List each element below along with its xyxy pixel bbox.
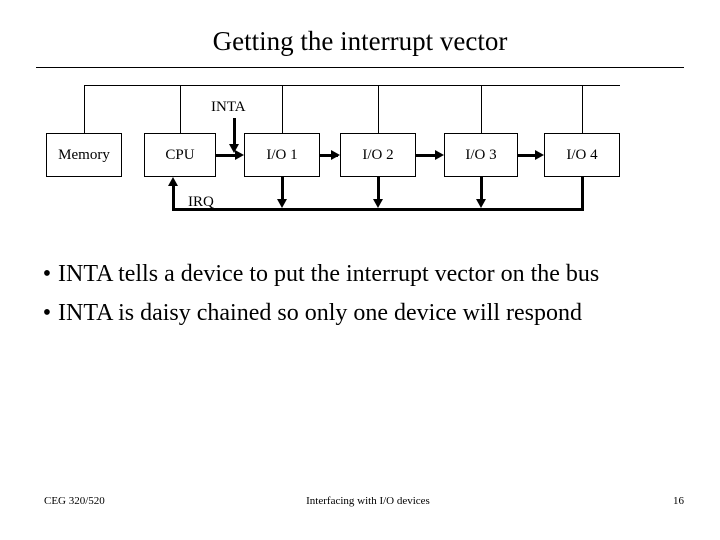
chain-arrow-io2-io3 — [435, 150, 444, 160]
chain-arrow-io3-io4 — [535, 150, 544, 160]
irq-io2-shaft — [377, 177, 380, 199]
node-io-1[interactable]: I/O 1 — [244, 133, 320, 177]
bus-drop-io4 — [582, 85, 583, 133]
irq-io4-shaft — [581, 177, 584, 211]
slide-footer: CEG 320/520 Interfacing with I/O devices… — [44, 494, 684, 510]
bullet-marker-icon: • — [42, 300, 52, 326]
irq-label: IRQ — [188, 194, 214, 210]
irq-io3-arrow-head — [476, 199, 486, 208]
node-io-3-label: I/O 3 — [465, 146, 497, 163]
bus-drop-memory — [84, 85, 85, 133]
chain-shaft-io2-io3 — [416, 154, 436, 157]
list-item: • INTA is daisy chained so only one devi… — [36, 295, 696, 332]
node-io-2-label: I/O 2 — [362, 146, 394, 163]
page-title: Getting the interrupt vector — [212, 26, 508, 56]
inta-label: INTA — [211, 99, 246, 115]
title-divider — [36, 67, 684, 68]
node-cpu-label: CPU — [165, 146, 195, 163]
irq-io2-arrow-head — [373, 199, 383, 208]
chain-arrow-io1-io2 — [331, 150, 340, 160]
node-io-4-label: I/O 4 — [566, 146, 598, 163]
irq-bus-line — [172, 208, 584, 211]
inta-arrow-head — [229, 144, 239, 153]
irq-cpu-shaft — [172, 186, 175, 210]
node-io-3[interactable]: I/O 3 — [444, 133, 518, 177]
bus-drop-io1 — [282, 85, 283, 133]
footer-subject: Interfacing with I/O devices — [306, 495, 430, 507]
irq-cpu-arrow-head — [168, 177, 178, 186]
bus-drop-io2 — [378, 85, 379, 133]
inta-arrow-shaft — [233, 118, 236, 146]
bus-drop-io3 — [481, 85, 482, 133]
system-bus-line — [84, 85, 620, 86]
irq-io1-shaft — [281, 177, 284, 199]
footer-course: CEG 320/520 — [44, 495, 105, 507]
node-memory[interactable]: Memory — [46, 133, 122, 177]
chain-shaft-io1-io2 — [320, 154, 338, 157]
chain-arrow-cpu-io1 — [235, 150, 244, 160]
interrupt-vector-diagram: INTA Memory CPU I/O 1 I/O 2 I/O 3 I/O 4 — [0, 0, 720, 240]
irq-io1-arrow-head — [277, 199, 287, 208]
bus-drop-cpu — [180, 85, 181, 133]
bullet-marker-icon: • — [42, 261, 52, 287]
footer-page-number: 16 — [673, 495, 684, 507]
bullet-text-2: INTA is daisy chained so only one device… — [58, 300, 582, 326]
bullet-text-1: INTA tells a device to put the interrupt… — [58, 261, 600, 287]
node-io-4[interactable]: I/O 4 — [544, 133, 620, 177]
node-memory-label: Memory — [58, 146, 110, 163]
chain-shaft-io3-io4 — [518, 154, 538, 157]
chain-shaft-cpu-io1 — [216, 154, 236, 157]
list-item: • INTA tells a device to put the interru… — [36, 256, 696, 293]
node-io-1-label: I/O 1 — [266, 146, 298, 163]
bullet-list: • INTA tells a device to put the interru… — [36, 256, 696, 334]
node-cpu[interactable]: CPU — [144, 133, 216, 177]
irq-io3-shaft — [480, 177, 483, 199]
node-io-2[interactable]: I/O 2 — [340, 133, 416, 177]
